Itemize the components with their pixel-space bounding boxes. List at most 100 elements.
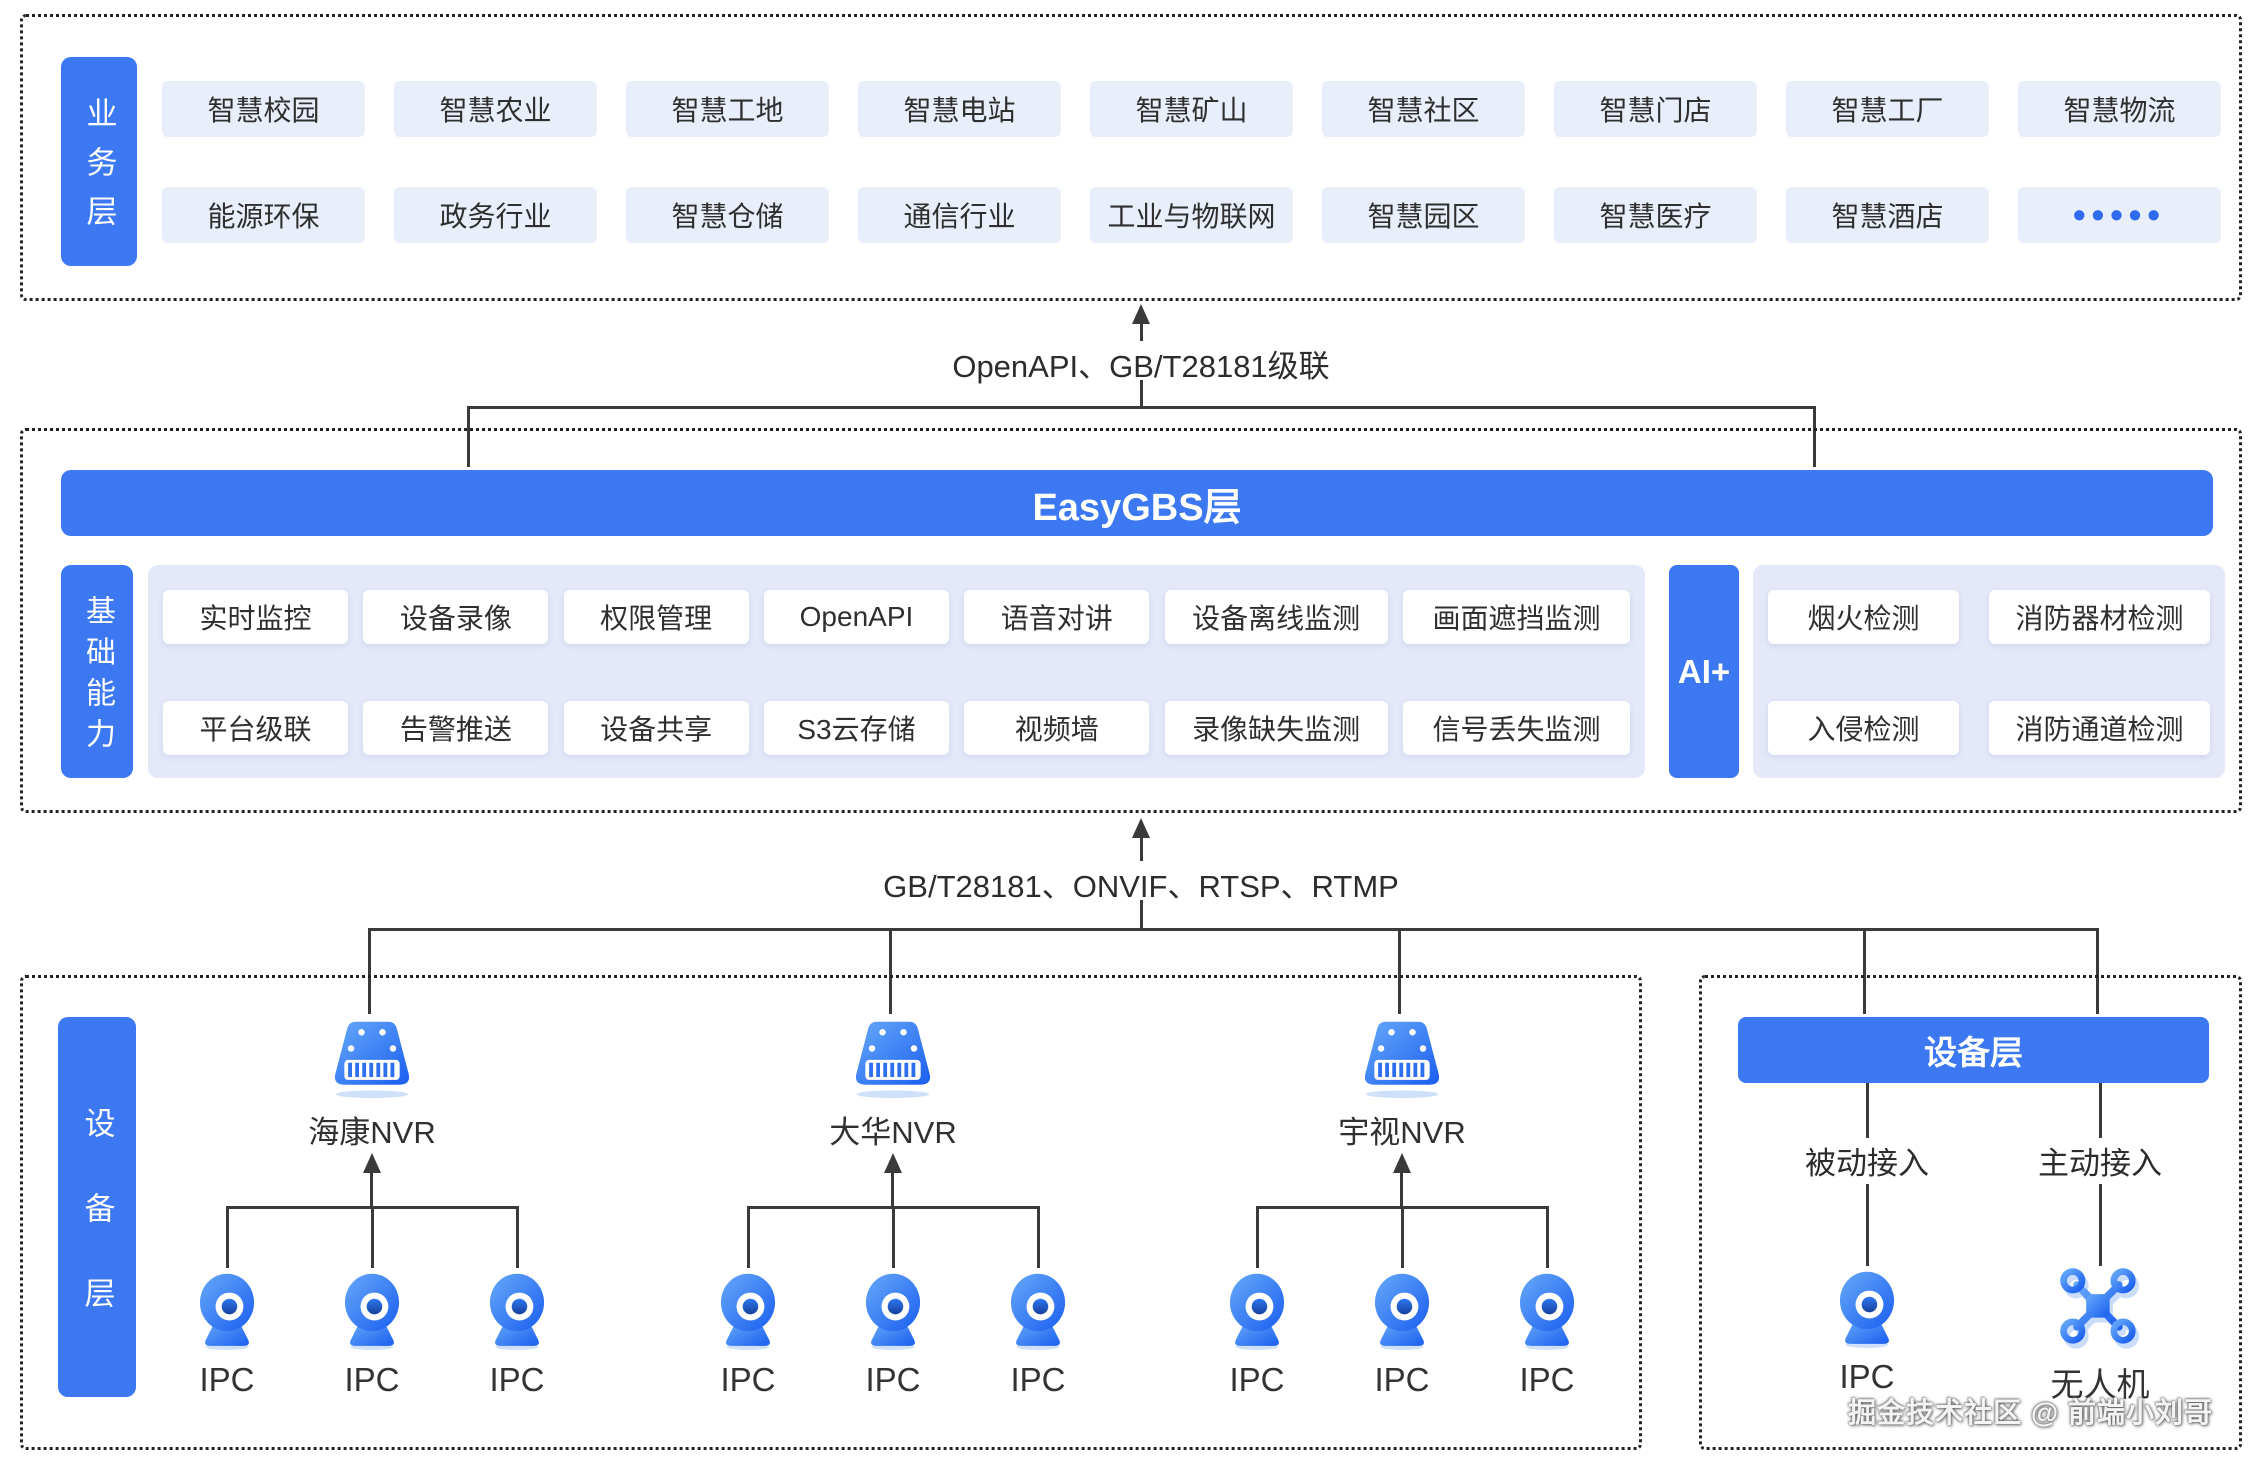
connector-line [2099, 1083, 2102, 1138]
device-layer-section: 设备层 海康NVR IPC IPC IPC [20, 975, 1642, 1450]
connector-line [1256, 1206, 1259, 1268]
business-row-1: 智慧校园 智慧农业 智慧工地 智慧电站 智慧矿山 智慧社区 智慧门店 智慧工厂 … [162, 81, 2221, 137]
nvr-icon [845, 1017, 941, 1099]
connector-line [368, 928, 371, 1014]
capability-item: 告警推送 [363, 701, 549, 755]
capability-item: 平台级联 [163, 701, 348, 755]
connector-line [370, 1171, 373, 1207]
capability-item: 录像缺失监测 [1164, 701, 1388, 755]
ipc-device: IPC [1357, 1268, 1447, 1399]
nvr-group-uniview: 宇视NVR IPC IPC IPC [1212, 1017, 1592, 1417]
business-item: 智慧医疗 [1554, 187, 1757, 243]
ipc-label: IPC [1519, 1361, 1575, 1398]
capability-label: 基础能力 [61, 565, 133, 778]
ipc-device: IPC [1212, 1268, 1302, 1399]
ipc-label: IPC [1374, 1361, 1430, 1398]
easygbs-layer-bar: EasyGBS层 [61, 470, 2213, 536]
ipc-label: IPC [1839, 1358, 1895, 1395]
connector-line [1813, 406, 1816, 467]
ipc-label: IPC [344, 1361, 400, 1398]
ipc-device: IPC [327, 1268, 417, 1399]
business-item-more: ••••• [2018, 187, 2221, 243]
ipc-camera-icon [184, 1268, 270, 1350]
ipc-camera-icon [329, 1268, 415, 1350]
nvr-name: 海康NVR [308, 1115, 436, 1150]
connector-line [889, 928, 892, 1014]
ipc-camera-icon [1214, 1268, 1300, 1350]
device-access-section: 设备层 被动接入 主动接入 IPC 无人机 掘金技术社区 @ 前端小刘哥 [1699, 975, 2242, 1450]
ipc-label: IPC [720, 1361, 776, 1398]
business-item: 智慧工地 [626, 81, 829, 137]
connector-line [1546, 1206, 1549, 1268]
active-access-label: 主动接入 [2000, 1138, 2200, 1183]
ipc-camera-icon [474, 1268, 560, 1350]
connector-line [1140, 324, 1143, 341]
business-layer-section: 业务层 智慧校园 智慧农业 智慧工地 智慧电站 智慧矿山 智慧社区 智慧门店 智… [20, 14, 2242, 301]
business-item: 智慧园区 [1322, 187, 1525, 243]
ipc-label: IPC [865, 1361, 921, 1398]
arrow-up-to-easygbs-icon [1132, 818, 1150, 838]
ipc-camera-icon [1504, 1268, 1590, 1350]
nvr-group-hikvision: 海康NVR IPC IPC IPC [182, 1017, 562, 1417]
business-item: 政务行业 [394, 187, 597, 243]
connector-line [1140, 838, 1143, 861]
nvr-icon [1354, 1017, 1450, 1099]
business-item: 通信行业 [858, 187, 1061, 243]
business-layer-label: 业务层 [61, 57, 137, 266]
capability-row-2: 平台级联 告警推送 设备共享 S3云存储 视频墙 录像缺失监测 信号丢失监测 [163, 701, 1630, 755]
connector-line [2099, 1184, 2102, 1266]
ai-capability-item: 烟火检测 [1768, 590, 1959, 644]
capability-item: 信号丢失监测 [1402, 701, 1630, 755]
watermark: 掘金技术社区 @ 前端小刘哥 [1848, 1397, 2213, 1428]
business-item: 智慧社区 [1322, 81, 1525, 137]
ai-panel: 烟火检测 消防器材检测 入侵检测 消防通道检测 [1753, 565, 2225, 778]
connector-line [1400, 1171, 1403, 1207]
device-layer-label-text: 设备层 [79, 1106, 115, 1362]
ipc-camera-icon [705, 1268, 791, 1350]
connector-line [1866, 1083, 1869, 1138]
device-layer-label: 设备层 [58, 1017, 136, 1397]
ipc-device: IPC [472, 1268, 562, 1399]
business-item: 智慧校园 [162, 81, 365, 137]
connector-line [226, 1206, 229, 1268]
ipc-label: IPC [1229, 1361, 1285, 1398]
drone-icon [2054, 1264, 2146, 1352]
connector-line [892, 1206, 895, 1268]
ai-row-1: 烟火检测 消防器材检测 [1768, 590, 2210, 644]
arrow-up-to-business-icon [1132, 304, 1150, 324]
business-item: 智慧物流 [2018, 81, 2221, 137]
device-access-header: 设备层 [1738, 1017, 2209, 1083]
business-item: 智慧仓储 [626, 187, 829, 243]
connector-line [516, 1206, 519, 1268]
ipc-device: IPC [182, 1268, 272, 1399]
arrow-up-to-nvr-icon [1393, 1153, 1411, 1173]
easygbs-layer-section: EasyGBS层 基础能力 实时监控 设备录像 权限管理 OpenAPI 语音对… [20, 428, 2242, 813]
business-item: 智慧电站 [858, 81, 1061, 137]
business-item: 智慧门店 [1554, 81, 1757, 137]
capability-item: 语音对讲 [964, 590, 1150, 644]
capability-item: 画面遮挡监测 [1402, 590, 1630, 644]
ipc-camera-icon [1824, 1266, 1910, 1348]
connector-line [747, 1206, 750, 1268]
ipc-camera-icon [995, 1268, 1081, 1350]
connector-label-top: OpenAPI、GB/T28181级联 [952, 349, 1330, 384]
connector-line [1398, 928, 1401, 1014]
business-item: 智慧农业 [394, 81, 597, 137]
capability-item: 视频墙 [964, 701, 1150, 755]
arrow-up-to-nvr-icon [363, 1153, 381, 1173]
ipc-label: IPC [199, 1361, 255, 1398]
ai-capability-item: 消防通道检测 [1989, 701, 2210, 755]
ai-row-2: 入侵检测 消防通道检测 [1768, 701, 2210, 755]
connector-line [467, 406, 470, 467]
capability-item: 权限管理 [563, 590, 749, 644]
connector-line [1140, 900, 1143, 931]
connector-line [1037, 1206, 1040, 1268]
ipc-camera-icon [1359, 1268, 1445, 1350]
ipc-device: IPC [848, 1268, 938, 1399]
connector-bracket-top [468, 406, 1816, 409]
capability-row-1: 实时监控 设备录像 权限管理 OpenAPI 语音对讲 设备离线监测 画面遮挡监… [163, 590, 1630, 644]
business-item: 能源环保 [162, 187, 365, 243]
passive-access-label: 被动接入 [1767, 1138, 1967, 1183]
capability-item: 实时监控 [163, 590, 348, 644]
